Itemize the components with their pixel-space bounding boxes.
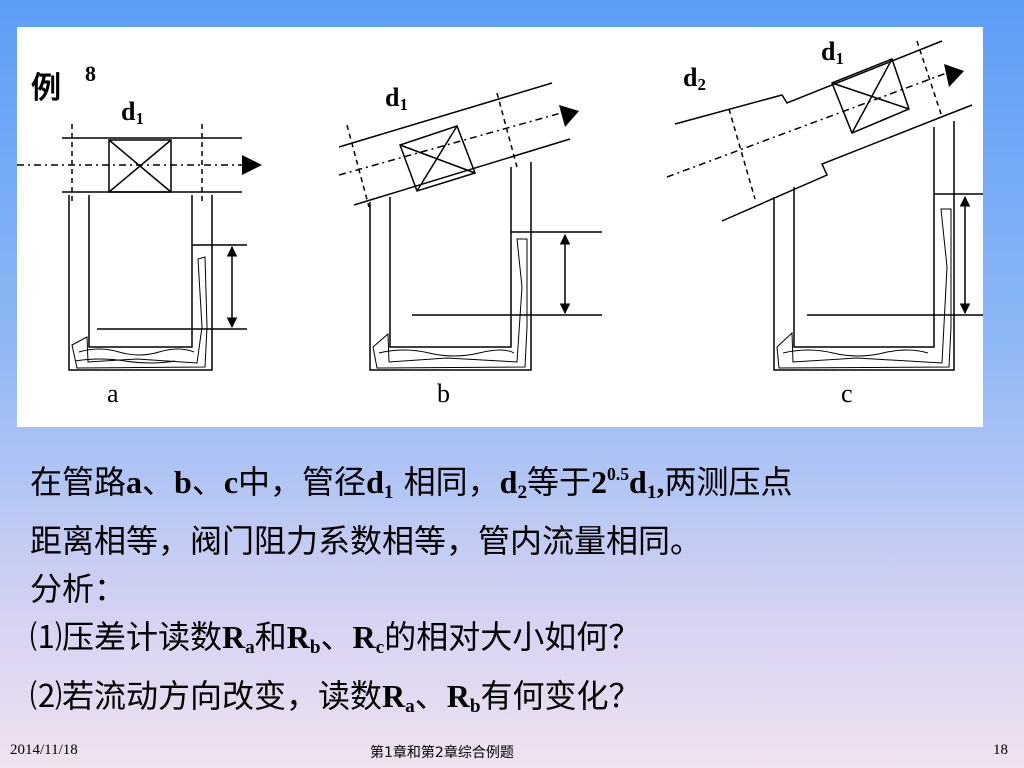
footer-page-number: 18: [993, 742, 1008, 758]
valve-a: [108, 139, 172, 193]
example-number: 8: [85, 61, 96, 86]
label-d2-c: d2: [683, 63, 706, 95]
panel-letter-c: c: [841, 379, 853, 408]
panel-letter-b: b: [437, 379, 450, 408]
label-d1-b: d1: [385, 83, 408, 115]
setup-c: [666, 40, 983, 371]
text-line-4: ⑴压差计读数Ra和Rb、Rc的相对大小如何？: [30, 617, 641, 658]
problem-text: 在管路a、b、c中，管径d1 相同，d2等于20.5d1,两测压点 距离相等，阀…: [30, 450, 1000, 731]
label-d1-c: d1: [821, 37, 844, 69]
panel-letter-a: a: [107, 379, 119, 408]
footer-title: 第1章和第2章综合例题: [370, 745, 514, 761]
text-line-5: ⑵若流动方向改变，读数Ra、Rb有何变化？: [30, 676, 641, 717]
diagram-panel: 例 8 d1 d1 d1 d2 a b c: [17, 27, 983, 427]
text-line-1: 在管路a、b、c中，管径d1 相同，d2等于20.5d1,两测压点: [30, 463, 793, 503]
manometer-diagram: [17, 40, 983, 371]
text-line-3: 分析：: [30, 569, 127, 608]
setup-b: [338, 82, 602, 371]
example-label: 例: [31, 71, 61, 106]
text-line-2: 距离相等，阀门阻力系数相等，管内流量相同。: [30, 521, 703, 560]
footer-date: 2014/11/18: [10, 742, 78, 758]
label-d1-a: d1: [121, 97, 144, 129]
setup-a: [17, 124, 262, 371]
